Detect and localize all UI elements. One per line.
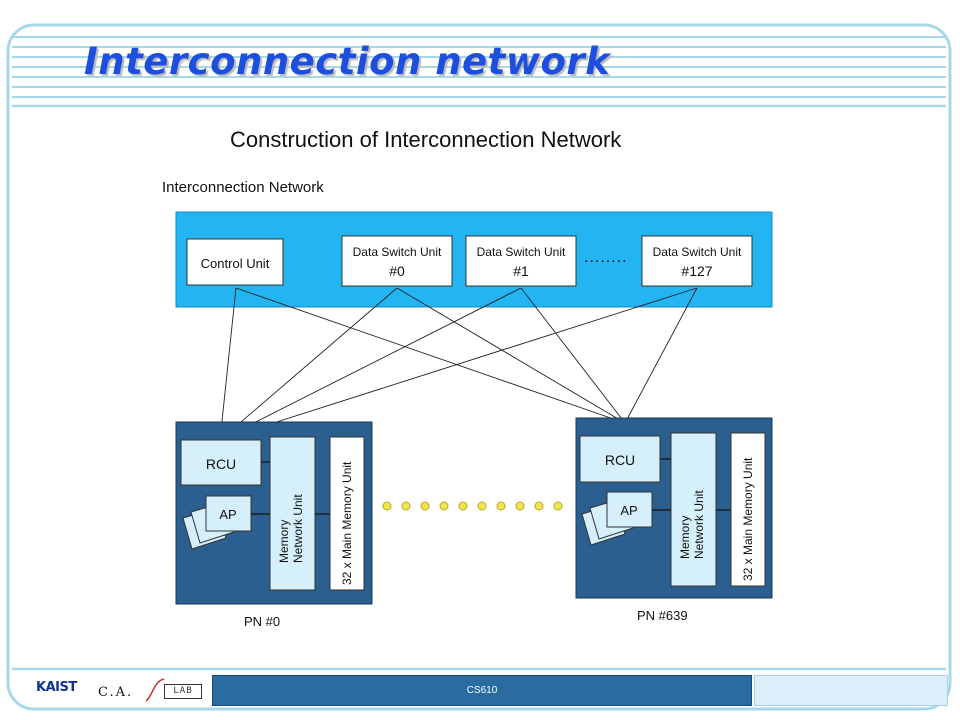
mnu-label-line2: Network Unit <box>692 490 706 559</box>
link-ds0-pn0 <box>219 287 398 441</box>
control-unit-box <box>186 238 284 286</box>
lab-logo-curve-icon <box>145 678 165 702</box>
rcu-label: RCU <box>605 452 635 468</box>
memory-network-unit-box <box>670 432 717 587</box>
link-ds1-pn0 <box>219 287 522 441</box>
data-switch-box-1 <box>465 235 577 287</box>
footer-course-label: CS610 <box>212 675 752 706</box>
processing-node-639: RCU AP Memory Network Unit 32 x Main Mem… <box>575 417 773 599</box>
data-switch-id-1: #1 <box>513 263 529 279</box>
link-cu-pn0 <box>219 287 237 441</box>
ca-lab-logo: C.A. <box>98 685 134 700</box>
mnu-label-line1: Memory <box>277 520 291 563</box>
data-switch-name-127: Data Switch Unit <box>653 245 742 259</box>
lab-logo-box: LAB <box>164 684 202 699</box>
link-ds127-pn639 <box>624 287 698 424</box>
mnu-label-line1: Memory <box>678 516 692 559</box>
rcu-label: RCU <box>206 456 236 472</box>
main-memory-box <box>329 436 365 591</box>
slide-title: Interconnection network <box>84 40 611 83</box>
memory-network-unit-box <box>269 436 316 591</box>
data-switch-id-0: #0 <box>389 263 405 279</box>
data-switch-box-0 <box>341 235 453 287</box>
data-switch-id-127: #127 <box>681 263 712 279</box>
pn0-label: PN #0 <box>244 614 280 629</box>
switch-ellipsis: ........ <box>584 249 628 266</box>
node-ellipsis-dots <box>382 501 563 511</box>
network-label: Interconnection Network <box>162 179 324 196</box>
footer-right-panel <box>754 675 948 706</box>
ap-label: AP <box>219 507 236 522</box>
link-ds0-pn639 <box>396 287 626 424</box>
kaist-logo: KAIST <box>36 680 77 695</box>
data-switch-box-127 <box>641 235 753 287</box>
pn639-label: PN #639 <box>637 608 688 623</box>
ap-label: AP <box>620 503 637 518</box>
link-cu-pn639 <box>235 287 626 424</box>
ap-stack <box>182 495 252 550</box>
main-memory-box <box>730 432 766 587</box>
data-switch-name-1: Data Switch Unit <box>477 245 566 259</box>
connection-lines <box>219 287 698 441</box>
footer-logo-area: KAIST C.A. LAB <box>16 675 212 705</box>
control-unit-label: Control Unit <box>201 256 270 271</box>
mnu-label-line2: Network Unit <box>291 494 305 563</box>
processing-node-0: RCU AP Memory Network Unit 32 x Main Mem… <box>175 421 373 605</box>
main-memory-label: 32 x Main Memory Unit <box>741 457 755 581</box>
data-switch-name-0: Data Switch Unit <box>353 245 442 259</box>
main-memory-label: 32 x Main Memory Unit <box>340 461 354 585</box>
link-ds1-pn639 <box>520 287 626 424</box>
link-ds127-pn0 <box>219 287 698 441</box>
diagram-title: Construction of Interconnection Network <box>230 127 622 152</box>
